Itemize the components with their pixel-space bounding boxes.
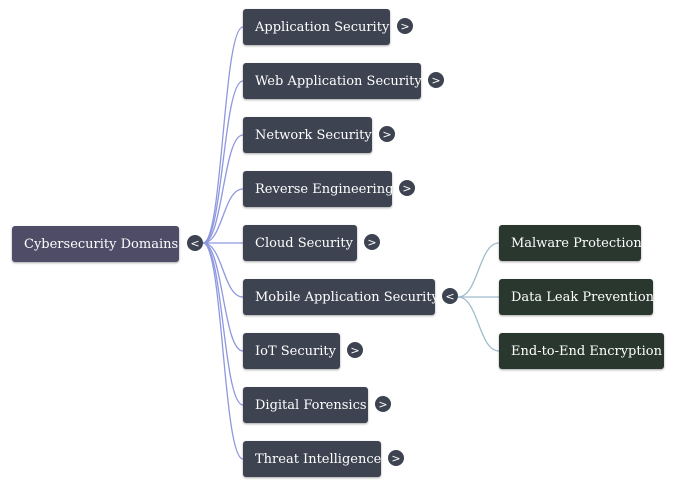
node-network-security[interactable]: Network Security — [243, 117, 372, 153]
mobile-link-2 — [457, 296, 500, 352]
node-label: Cloud Security — [255, 235, 353, 251]
root-link-5 — [202, 242, 244, 298]
node-malware-protection[interactable]: Malware Protection — [499, 225, 642, 261]
node-label: Reverse Engineering — [255, 181, 394, 197]
node-label: Data Leak Prevention — [511, 289, 655, 305]
node-digital-forensics[interactable]: Digital Forensics — [243, 387, 368, 423]
expand-digital-forensics-icon[interactable]: > — [375, 396, 391, 412]
node-application-security[interactable]: Application Security — [243, 9, 390, 45]
collapse-root-icon[interactable]: < — [187, 235, 203, 251]
root-link-7 — [202, 242, 244, 406]
node-label: IoT Security — [255, 343, 336, 359]
expand-threat-intelligence-icon[interactable]: > — [388, 450, 404, 466]
node-end-to-end-encryption[interactable]: End-to-End Encryption — [499, 333, 664, 369]
node-label: Network Security — [255, 127, 372, 143]
root-link-2 — [202, 134, 244, 244]
node-label: Web Application Security — [255, 73, 422, 89]
node-threat-intelligence[interactable]: Threat Intelligence — [243, 441, 381, 477]
node-label: Application Security — [255, 19, 390, 35]
expand-application-security-icon[interactable]: > — [397, 18, 413, 34]
node-data-leak-prevention[interactable]: Data Leak Prevention — [499, 279, 655, 315]
node-label: Digital Forensics — [255, 397, 367, 413]
node-mobile-application-security[interactable]: Mobile Application Security — [243, 279, 439, 315]
expand-iot-security-icon[interactable]: > — [347, 342, 363, 358]
node-web-application-security[interactable]: Web Application Security — [243, 63, 422, 99]
node-iot-security[interactable]: IoT Security — [243, 333, 340, 369]
node-reverse-engineering[interactable]: Reverse Engineering — [243, 171, 394, 207]
root-link-1 — [202, 80, 244, 244]
expand-web-application-security-icon[interactable]: > — [428, 72, 444, 88]
node-label: Threat Intelligence — [255, 451, 382, 467]
node-label: Mobile Application Security — [255, 289, 439, 305]
root-node-label: Cybersecurity Domains — [24, 236, 179, 252]
root-link-6 — [202, 242, 244, 352]
expand-reverse-engineering-icon[interactable]: > — [399, 180, 415, 196]
collapse-mobile-application-security-icon[interactable]: < — [442, 288, 458, 304]
root-link-0 — [202, 26, 244, 244]
node-label: End-to-End Encryption — [511, 343, 662, 359]
node-cloud-security[interactable]: Cloud Security — [243, 225, 357, 261]
root-link-3 — [202, 188, 244, 244]
mobile-link-0 — [457, 242, 500, 298]
node-label: Malware Protection — [511, 235, 642, 251]
expand-network-security-icon[interactable]: > — [379, 126, 395, 142]
root-link-8 — [202, 242, 244, 460]
expand-cloud-security-icon[interactable]: > — [364, 234, 380, 250]
root-node-cybersecurity-domains[interactable]: Cybersecurity Domains — [12, 226, 179, 262]
